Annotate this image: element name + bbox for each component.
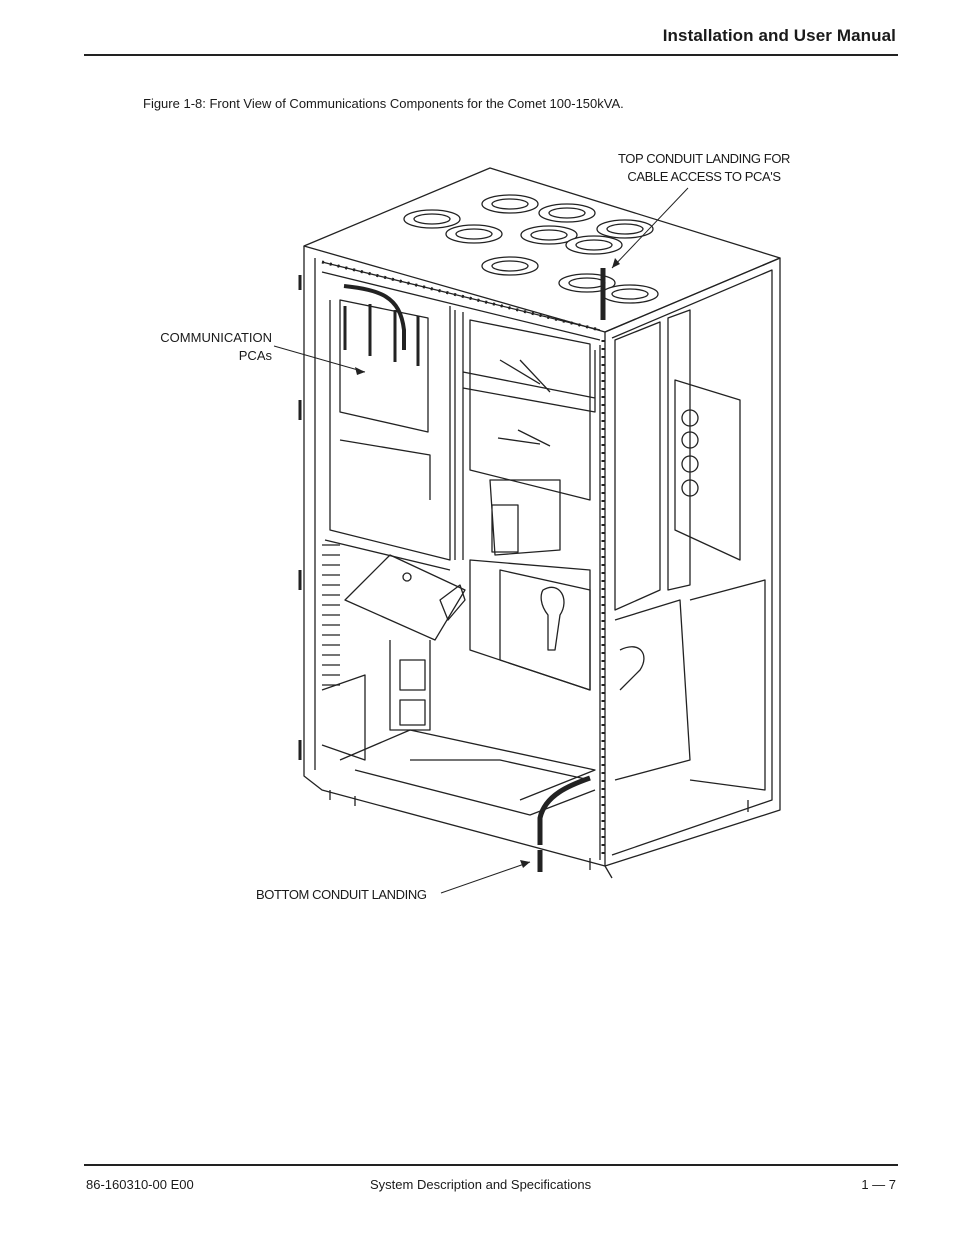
top-conduit-callout: TOP CONDUIT LANDING FOR CABLE ACCESS TO … (600, 150, 808, 186)
communication-pcas-callout: COMMUNICATION PCAs (130, 329, 272, 365)
footer-doc-number: 86-160310-00 E00 (86, 1177, 194, 1192)
footer-rule (84, 1164, 898, 1166)
top-conduit-callout-line1: TOP CONDUIT LANDING FOR (617, 151, 791, 166)
top-conduit-callout-line2: CABLE ACCESS TO PCA'S (627, 169, 781, 184)
header-rule (84, 54, 898, 56)
footer-page-number: 1 — 7 (861, 1177, 896, 1192)
communication-pcas-callout-line2: PCAs (238, 348, 272, 363)
bottom-conduit-callout: BOTTOM CONDUIT LANDING (256, 887, 427, 902)
header-title: Installation and User Manual (662, 26, 896, 45)
communication-pcas-callout-line1: COMMUNICATION (160, 330, 272, 345)
footer-section-title: System Description and Specifications (370, 1177, 592, 1192)
figure-caption: Figure 1-8: Front View of Communications… (143, 96, 624, 111)
